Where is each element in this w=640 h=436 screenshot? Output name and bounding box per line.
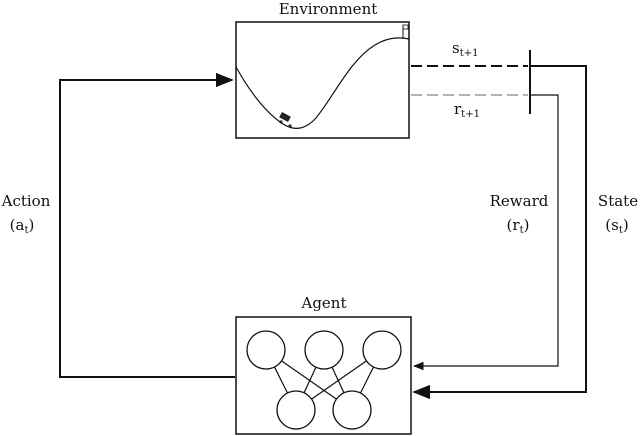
input-node bbox=[362, 330, 402, 370]
reward-feedback-arrow bbox=[412, 94, 559, 371]
output-node bbox=[276, 390, 316, 430]
car-icon bbox=[279, 112, 292, 128]
next-reward-signal: rt+1 bbox=[411, 94, 528, 120]
neural-network-icon bbox=[246, 330, 402, 430]
action-arrow bbox=[59, 72, 235, 378]
next-state-signal: st+1 bbox=[411, 39, 528, 67]
output-node bbox=[332, 390, 372, 430]
reward-symbol: (rt) bbox=[507, 216, 530, 236]
state-feedback-arrow bbox=[412, 65, 587, 400]
next-reward-label: rt+1 bbox=[454, 100, 480, 120]
state-label: State (st) bbox=[598, 192, 638, 236]
action-symbol: (at) bbox=[10, 216, 35, 236]
environment-hill-curve bbox=[235, 37, 410, 129]
environment-box: Environment bbox=[235, 0, 410, 139]
action-word: Action bbox=[1, 192, 51, 210]
action-label: Action (at) bbox=[1, 192, 51, 236]
environment-title: Environment bbox=[279, 0, 378, 18]
environment-frame bbox=[235, 21, 410, 139]
agent-title: Agent bbox=[301, 294, 347, 312]
state-word: State bbox=[598, 192, 638, 210]
input-node bbox=[246, 330, 286, 370]
reward-word: Reward bbox=[490, 192, 549, 210]
goal-flag-icon bbox=[402, 24, 409, 39]
state-symbol: (st) bbox=[605, 216, 628, 236]
next-state-label: st+1 bbox=[452, 39, 478, 59]
agent-box: Agent bbox=[235, 294, 412, 435]
reward-label: Reward (rt) bbox=[490, 192, 549, 236]
input-node bbox=[304, 330, 344, 370]
